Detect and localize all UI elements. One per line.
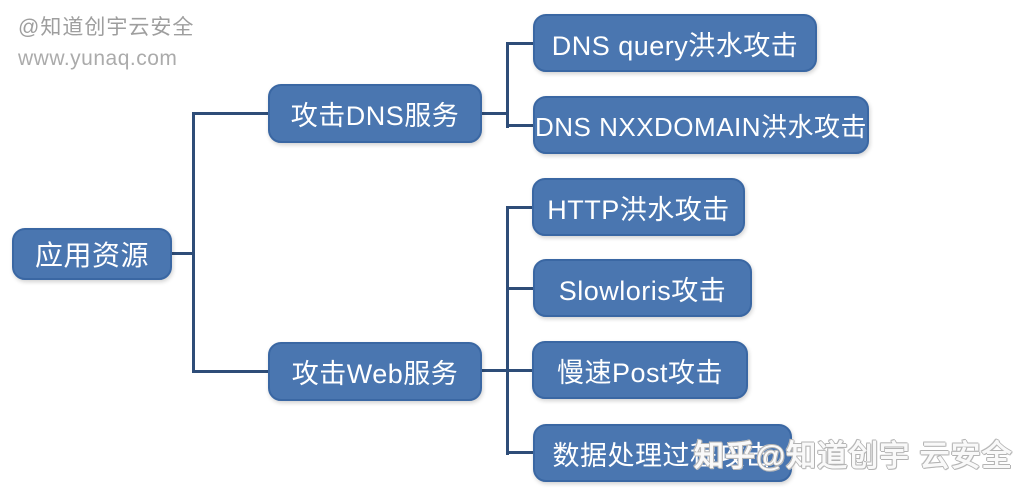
node-slowloris-attack: Slowloris攻击 (533, 259, 752, 317)
node-label: Slowloris攻击 (558, 275, 727, 306)
connector-root-stub (172, 252, 195, 255)
node-label: 应用资源 (34, 240, 149, 271)
node-label: 攻击DNS服务 (290, 101, 460, 131)
node-attack-web-service: 攻击Web服务 (268, 342, 482, 401)
node-label: DNS query洪水攻击 (551, 30, 799, 61)
connector-to-http-flood (509, 206, 534, 209)
connector-to-web-branch (195, 370, 270, 373)
node-dns-query-flood: DNS query洪水攻击 (533, 14, 817, 72)
connector-to-slowloris (509, 287, 535, 290)
node-label: HTTP洪水攻击 (547, 194, 730, 225)
connector-to-data-processing (509, 451, 535, 454)
node-label: DNS NXXDOMAIN洪水攻击 (534, 111, 868, 142)
connector-dns-stub (480, 112, 507, 115)
node-dns-nxxdomain-flood: DNS NXXDOMAIN洪水攻击 (533, 96, 869, 154)
connector-to-dns-branch (195, 112, 270, 115)
connector-main-vertical (192, 112, 195, 373)
watermark-bottom: 知乎@知道创宇 云安全 (694, 440, 1013, 473)
node-application-resources: 应用资源 (12, 228, 172, 280)
node-label: 攻击Web服务 (291, 359, 459, 389)
node-label: 数据处理过程攻击 (552, 440, 773, 471)
connector-to-nxxdomain (509, 124, 535, 127)
watermark-url: www.yunaq.com (18, 47, 178, 70)
watermark-brand: @知道创宇云安全 (18, 16, 195, 39)
watermark-top: @知道创宇云安全 www.yunaq.com (18, 12, 194, 74)
connector-to-slow-post (480, 369, 534, 372)
connector-to-dns-query (509, 42, 535, 45)
node-attack-dns-service: 攻击DNS服务 (268, 84, 482, 143)
connector-web-vertical (506, 206, 509, 455)
node-data-processing-attack: 数据处理过程攻击 (533, 424, 792, 482)
node-slow-post-attack: 慢速Post攻击 (532, 341, 748, 399)
node-label: 慢速Post攻击 (556, 357, 724, 388)
connector-dns-vertical (506, 42, 509, 128)
node-http-flood: HTTP洪水攻击 (532, 178, 745, 236)
